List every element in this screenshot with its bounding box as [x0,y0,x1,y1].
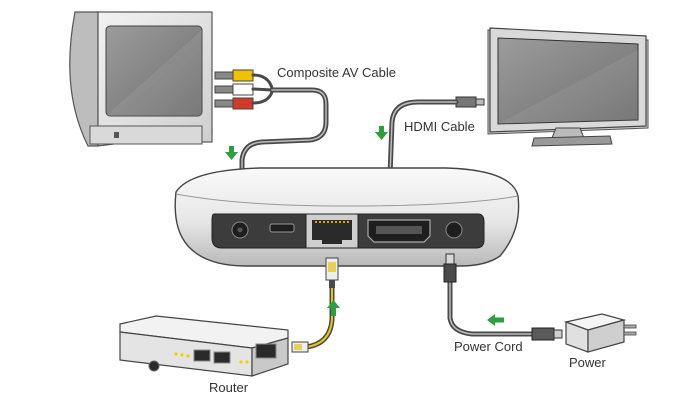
hdmi-cable [387,99,459,179]
media-player-device [174,167,520,267]
green-arrow-icon [375,126,388,140]
green-arrow-icon [225,146,238,160]
ethernet-plug [325,257,339,288]
composite-rca-plugs [214,69,254,110]
flat-tv-icon [487,27,649,147]
power-cord-label: Power Cord [454,339,523,354]
green-arrow-icon [327,300,340,316]
router-icon [119,315,289,377]
composite-av-cable-label: Composite AV Cable [277,65,396,80]
power-label: Power [569,355,607,370]
crt-tv-icon [69,11,213,147]
router-label: Router [209,380,249,395]
ethernet-cable [303,283,335,350]
hdmi-cable-label: HDMI Cable [404,119,475,134]
power-cord [447,277,535,337]
power-plug-device [443,253,457,283]
hdmi-plug-tv [455,96,485,108]
composite-av-cable [239,73,329,181]
power-adapter-icon [563,313,637,353]
ethernet-plug-router [291,341,309,353]
power-plug-adapter [531,327,563,341]
green-arrow-icon [487,314,504,326]
